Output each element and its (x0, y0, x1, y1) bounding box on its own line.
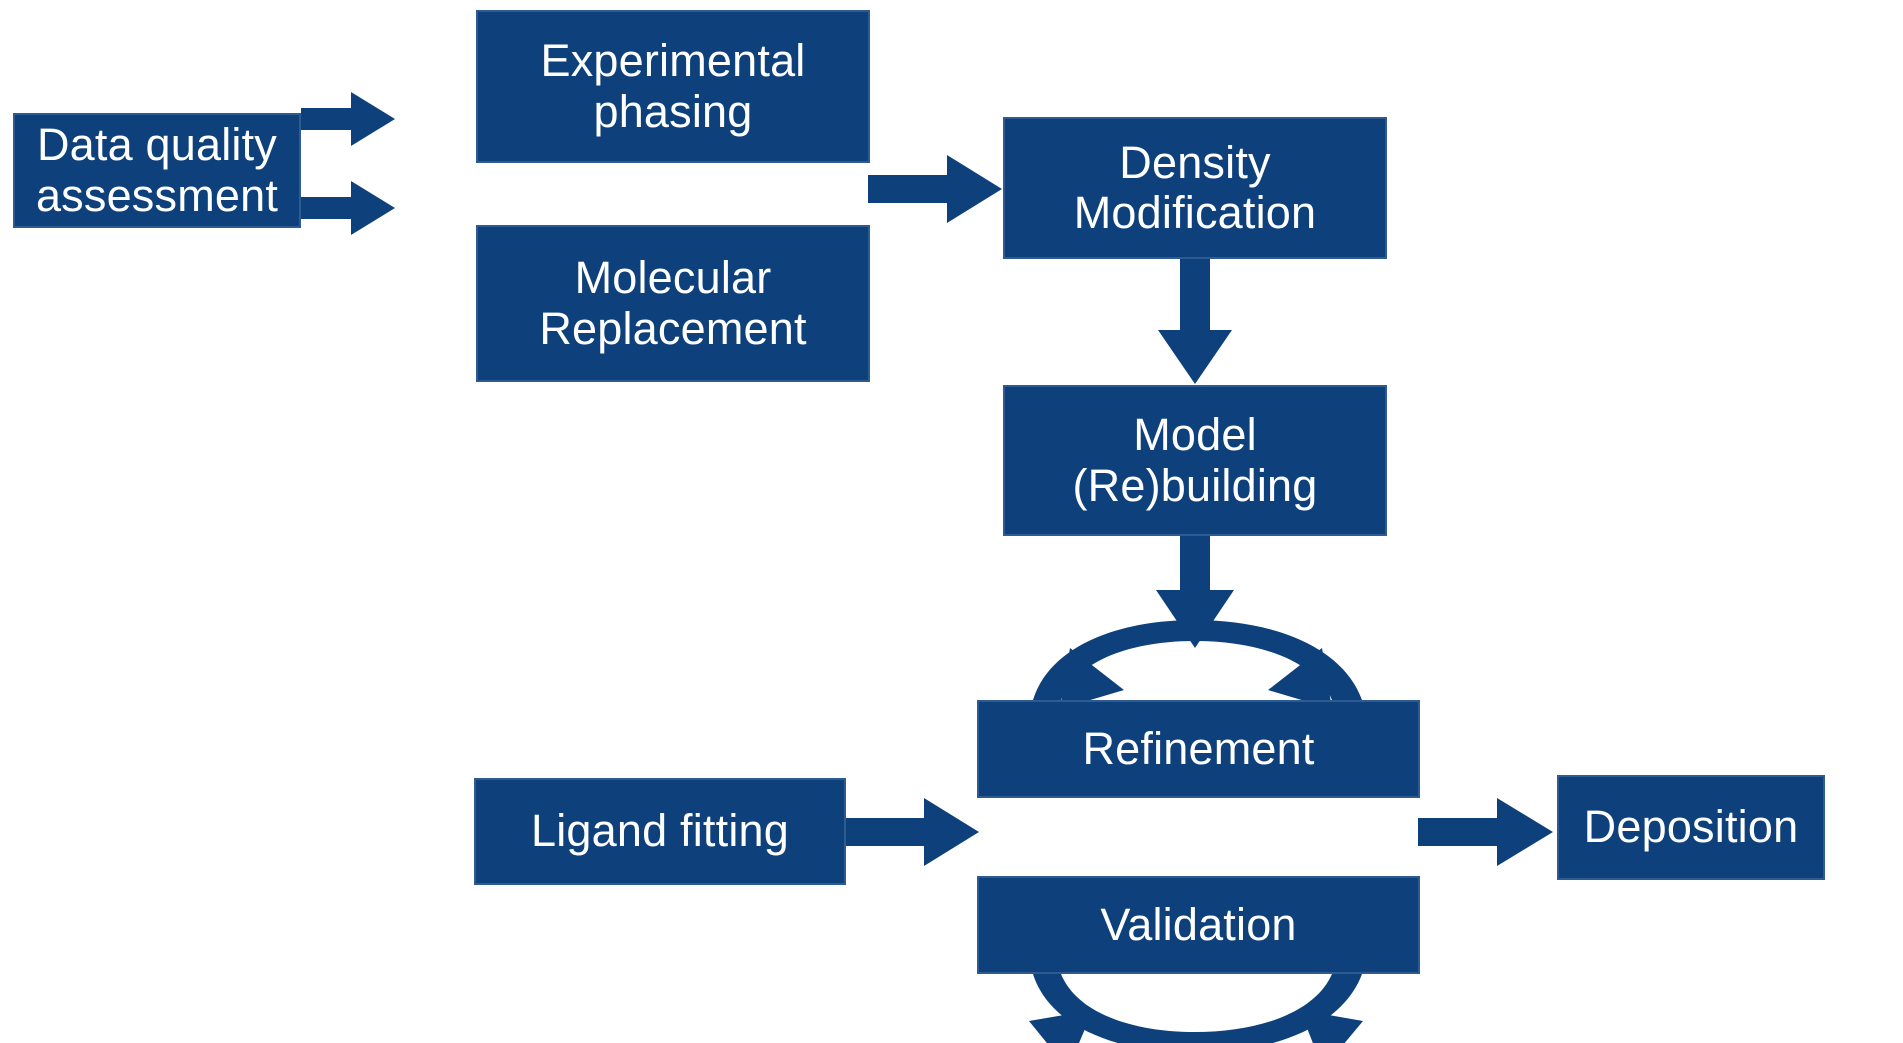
arrow-ligand-to-cycle (845, 798, 979, 866)
node-ligand-fitting[interactable]: Ligand fitting (474, 778, 846, 885)
arrow-data-quality-to-molecular (301, 181, 395, 235)
node-experimental-phasing[interactable]: Experimental phasing (476, 10, 870, 163)
node-label: Experimental phasing (540, 35, 806, 137)
node-deposition[interactable]: Deposition (1557, 775, 1825, 880)
node-model-rebuilding[interactable]: Model (Re)building (1003, 385, 1387, 536)
node-label: Density Modification (1073, 136, 1317, 238)
node-density-modification[interactable]: Density Modification (1003, 117, 1387, 259)
node-molecular-replacement[interactable]: Molecular Replacement (476, 225, 870, 382)
node-label: Deposition (1583, 801, 1799, 853)
arrow-data-quality-to-experimental (301, 92, 395, 146)
cycle-arc-top (1033, 620, 1362, 709)
node-refinement[interactable]: Refinement (977, 700, 1420, 798)
arrow-cycle-to-deposition (1418, 798, 1553, 866)
arrow-phasing-to-density (868, 155, 1002, 223)
node-label: Model (Re)building (1072, 409, 1318, 511)
node-data-quality-assessment[interactable]: Data quality assessment (13, 113, 301, 228)
arrow-density-to-model (1158, 258, 1232, 384)
node-label: Refinement (1082, 722, 1315, 774)
node-validation[interactable]: Validation (977, 876, 1420, 974)
cycle-arc-bottom (1029, 974, 1363, 1043)
arrow-model-to-cycle (1156, 536, 1234, 648)
node-label: Data quality assessment (35, 119, 279, 221)
node-label: Ligand fitting (531, 805, 789, 857)
node-label: Molecular Replacement (539, 252, 807, 354)
node-label: Validation (1100, 898, 1297, 950)
